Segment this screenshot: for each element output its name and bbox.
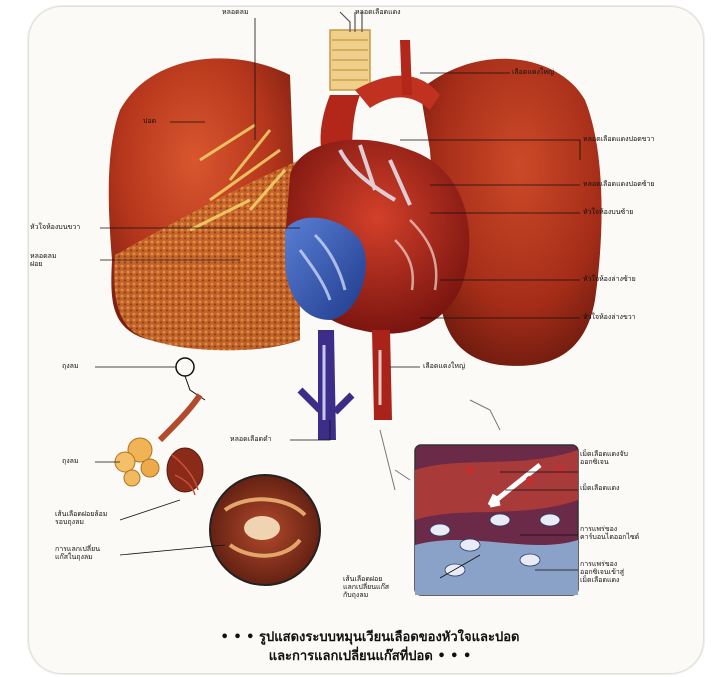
label-alveoli: ถุงลม: [62, 457, 79, 465]
label-gas-exchange: การแลกเปลี่ยน แก๊สในถุงลม: [55, 545, 100, 561]
caption-line-1: • • • รูปแสดงระบบหมุนเวียนเลือดของหัวใจแ…: [120, 626, 620, 647]
label-vein: หลอดเลือดดำ: [230, 435, 272, 443]
label-aorta: เลือดแดงใหญ่: [512, 68, 554, 76]
label-pulmonary-artery-left: หลอดเลือดแดงปอดซ้าย: [583, 180, 655, 188]
label-pulmonary-artery-right: หลอดเลือดแดงปอดขวา: [583, 135, 654, 143]
label-aorta-lower: เลือดแดงใหญ่: [423, 362, 465, 370]
label-right-atrium: หัวใจห้องบนขวา: [30, 223, 80, 231]
label-left-ventricle: หัวใจห้องล่างซ้าย: [583, 275, 636, 283]
label-capillary-exchange: เส้นเลือดฝอย แลกเปลี่ยนแก๊ส กับถุงลม: [343, 575, 389, 599]
alveoli-cluster: [115, 438, 159, 486]
label-alveolus: ถุงลม: [62, 362, 79, 370]
label-rbc: เม็ดเลือดแดง: [580, 484, 619, 492]
label-capillary-net: เส้นเลือดฝอยล้อม รอบถุงลม: [55, 510, 107, 526]
alveolus-marker: [176, 358, 194, 376]
label-o2-diffusion: การแพร่ของ ออกซิเจนเข้าสู่ เม็ดเลือดแดง: [580, 560, 624, 584]
capillary-cluster: [167, 448, 203, 495]
label-co2-diffusion: การแพร่ของ คาร์บอนไดออกไซด์: [580, 525, 639, 541]
vena-cava: [318, 330, 336, 440]
label-lung: ปอด: [143, 117, 156, 125]
label-left-atrium: หัวใจห้องบนซ้าย: [583, 208, 633, 216]
label-bronchiole: หลอดลม ฝอย: [30, 252, 57, 268]
descending-aorta: [372, 330, 392, 420]
label-artery-top: หลอดเลือดแดง: [355, 8, 401, 16]
label-rbc-oxygen: เม็ดเลือดแดงจับ ออกซิเจน: [580, 450, 628, 466]
label-right-ventricle: หัวใจห้องล่างขวา: [583, 313, 636, 321]
caption-line-2: และการแลกเปลี่ยนแก๊สที่ปอด • • •: [120, 645, 620, 666]
label-trachea: หลอดลม: [222, 8, 249, 16]
